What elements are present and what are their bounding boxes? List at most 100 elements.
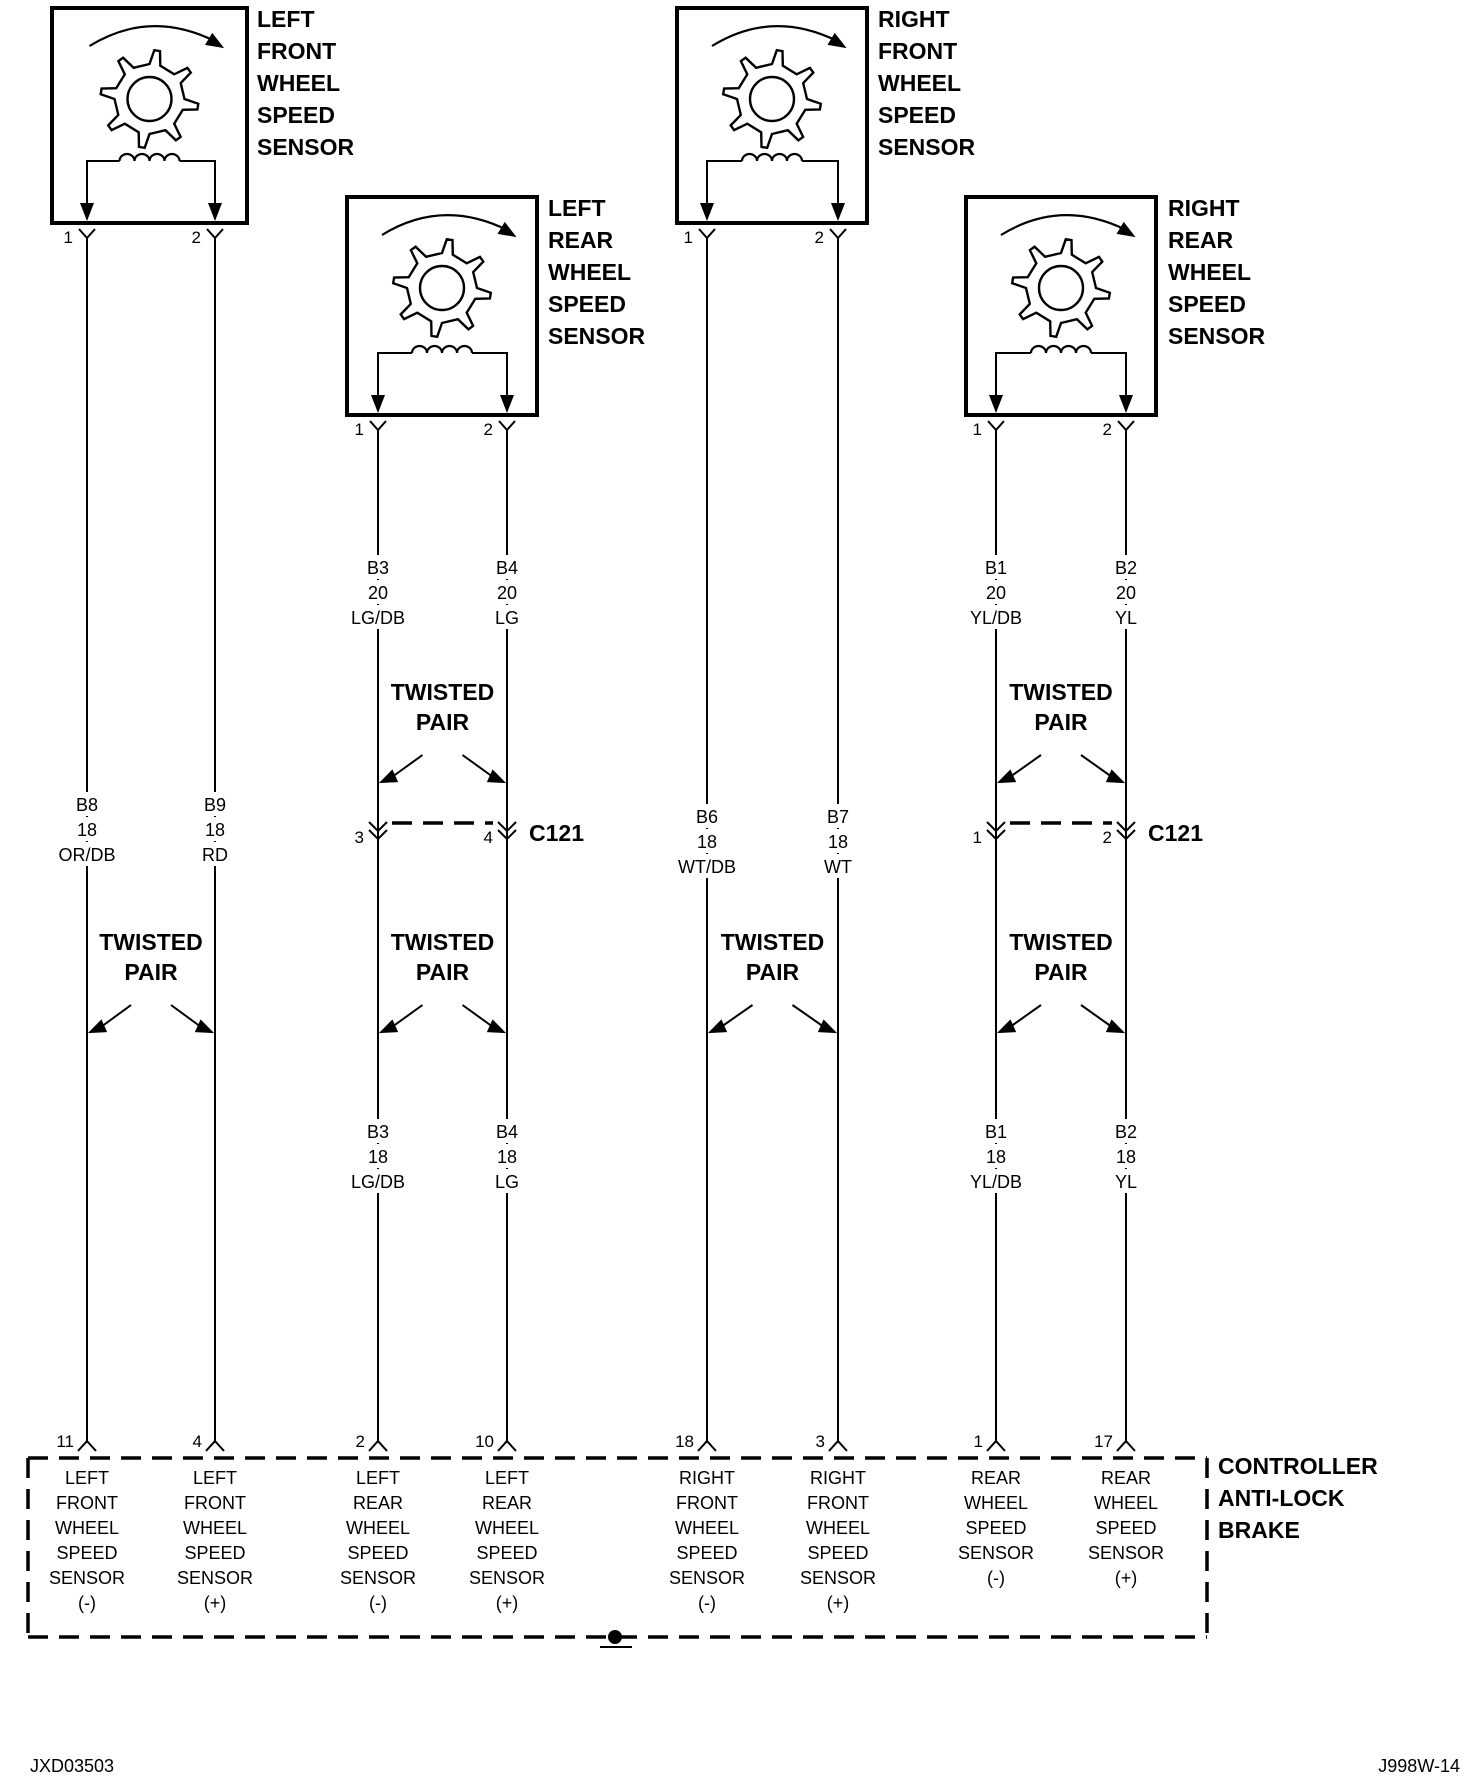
sensor-name-rr: RIGHT [1168,195,1240,221]
sensor-name-lf: WHEEL [257,70,340,96]
controller-pin-label: SENSOR [1088,1543,1164,1563]
arrowhead-icon [996,1019,1017,1034]
wire-label: 20 [497,583,517,603]
controller-pin-label: (-) [987,1568,1005,1588]
pin-number: 1 [973,828,982,847]
pin-number: 1 [684,228,693,247]
connector-pin [498,420,516,432]
controller-name: BRAKE [1218,1517,1300,1543]
connector-name: C121 [529,820,584,846]
pin-number: 2 [192,228,201,247]
controller-pin-label: LEFT [485,1468,529,1488]
controller-pin-label: FRONT [184,1493,246,1513]
controller-pin-label: (-) [698,1593,716,1613]
arrowhead-icon [497,221,517,238]
twisted-pair-arrow [391,1004,424,1028]
coil-lead-left [995,352,1031,407]
coil-lead-right [472,352,508,407]
connector-pin-c121 [986,829,1006,841]
arrowhead-icon [486,1019,507,1034]
twisted-pair-arrow [391,754,424,778]
controller-pin-label: RIGHT [679,1468,735,1488]
lead-arrow-icon [831,203,845,221]
controller-pin-label: SENSOR [669,1568,745,1588]
arrowhead-icon [1116,221,1136,238]
twisted-pair-arrow [720,1004,754,1028]
controller-pin-label: SENSOR [340,1568,416,1588]
controller-pin-label: WHEEL [346,1518,410,1538]
controller-pin-label: SPEED [676,1543,737,1563]
wire-label: YL/DB [970,608,1022,628]
wire-label: 20 [368,583,388,603]
rotation-arrow-icon [88,25,215,47]
controller-pin-label: SPEED [1095,1518,1156,1538]
twisted-pair-arrow [461,754,494,778]
lead-arrow-icon [989,395,1003,413]
connector-pin [369,420,387,432]
twisted-pair-arrow [170,1004,202,1028]
lead-arrow-icon [208,203,222,221]
connector-pin-c121 [1116,821,1136,833]
pin-number: 2 [356,1432,365,1451]
controller-pin-label: REAR [1101,1468,1151,1488]
wire-label: 18 [205,820,225,840]
controller-name: ANTI-LOCK [1218,1485,1345,1511]
coil-icon [740,152,804,162]
arrowhead-icon [378,769,399,784]
pin-number: 10 [475,1432,494,1451]
twisted-pair-arrow [100,1004,132,1028]
controller-pin-label: (+) [496,1593,519,1613]
controller-pin-label: FRONT [807,1493,869,1513]
coil-icon [118,152,181,162]
lead-arrow-icon [1119,395,1133,413]
twisted-pair-label: PAIR [124,959,178,985]
connector-pin [987,420,1005,432]
sensor-name-lf: SPEED [257,102,335,128]
controller-pin-label: (-) [78,1593,96,1613]
twisted-pair-arrow [1080,1004,1113,1028]
pin-number: 11 [56,1432,74,1451]
controller-pin-label: SPEED [56,1543,117,1563]
coil-lead-left [706,160,742,215]
connector-pin [78,228,96,240]
wire-label: B2 [1115,558,1137,578]
controller-name: CONTROLLER [1218,1453,1378,1479]
controller-pin-label: (+) [827,1593,850,1613]
gear-icon [99,48,200,150]
wire-label: WT/DB [678,857,736,877]
controller-pin-label: SENSOR [177,1568,253,1588]
wire-label: B9 [204,795,226,815]
controller-pin [828,1439,848,1452]
wire-label: YL/DB [970,1172,1022,1192]
connector-pin-c121 [986,821,1006,833]
wire-label: YL [1115,1172,1137,1192]
wire-label: RD [202,845,228,865]
controller-pin-label: REAR [971,1468,1021,1488]
controller-pin-label: (-) [369,1593,387,1613]
twisted-pair-label: TWISTED [721,929,825,955]
coil-icon [410,344,474,354]
sensor-box-lf [50,6,249,225]
pin-number: 1 [973,420,982,439]
controller-pin-label: REAR [353,1493,403,1513]
gear-icon [1010,237,1112,339]
wire-label: B6 [696,807,718,827]
twisted-pair-label: TWISTED [1009,679,1113,705]
sensor-name-lr: REAR [548,227,614,253]
arrowhead-icon [194,1019,215,1034]
pin-number: 2 [484,420,493,439]
rotation-arrow-icon [711,25,838,47]
wire-label: 20 [1116,583,1136,603]
controller-pin-label: RIGHT [810,1468,866,1488]
sensor-name-lr: SPEED [548,291,626,317]
controller-pin-label: LEFT [193,1468,237,1488]
coil-lead-right [179,160,216,215]
sensor-box-rf [675,6,869,225]
controller-pin-label: SPEED [184,1543,245,1563]
sensor-name-lr: WHEEL [548,259,631,285]
controller-pin [205,1439,225,1452]
pin-number: 2 [1103,828,1112,847]
twisted-pair-label: TWISTED [391,679,495,705]
sensor-name-rr: WHEEL [1168,259,1251,285]
